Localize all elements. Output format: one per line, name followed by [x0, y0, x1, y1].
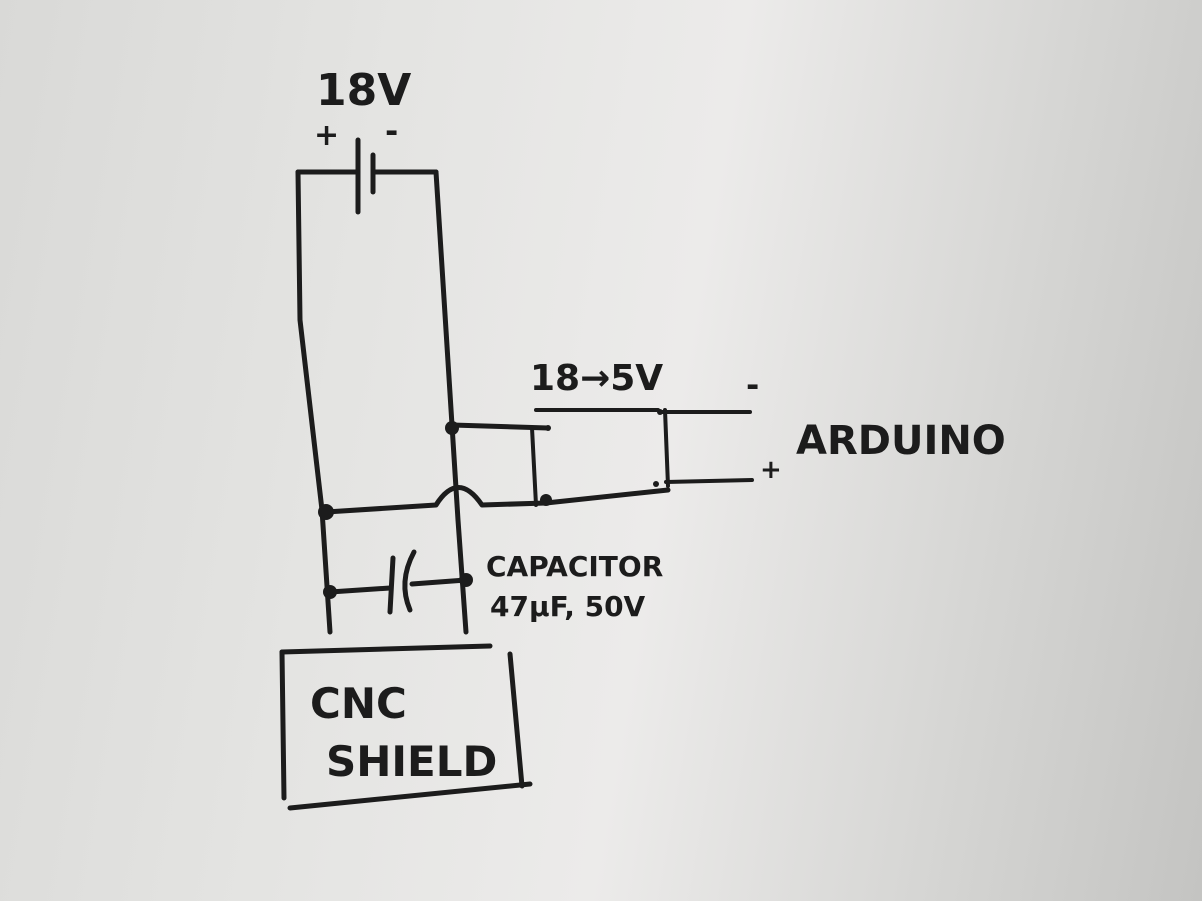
battery-plus-label: +	[314, 118, 339, 153]
arduino-label: ARDUINO	[796, 418, 1006, 464]
arduino-plus-wire	[664, 478, 754, 484]
capacitor-symbol	[327, 549, 469, 615]
battery-minus-label: -	[385, 112, 398, 150]
converter-box	[530, 408, 670, 507]
plus-to-converter-wire	[323, 485, 671, 515]
cnc-shield-line1: CNC	[310, 679, 407, 728]
right-rail-wire	[433, 169, 469, 635]
node-minus-converter	[445, 421, 459, 435]
arduino-minus-label: -	[746, 366, 759, 404]
arduino-plus-label: +	[760, 455, 782, 485]
capacitor-spec: 47µF, 50V	[490, 590, 646, 623]
node-cap-right	[459, 573, 473, 587]
battery-symbol	[295, 137, 439, 215]
left-rail-wire	[295, 169, 333, 635]
minus-to-converter-wire	[449, 422, 551, 431]
converter-plus-in-node	[540, 494, 552, 506]
node-plus-converter	[318, 504, 334, 520]
battery-voltage-label: 18V	[316, 65, 411, 116]
converter-label: 18→5V	[530, 358, 663, 399]
cnc-shield-line2: SHIELD	[326, 737, 497, 786]
cnc-shield-box	[279, 643, 533, 811]
node-cap-left	[323, 585, 337, 599]
capacitor-label: CAPACITOR	[486, 550, 663, 583]
